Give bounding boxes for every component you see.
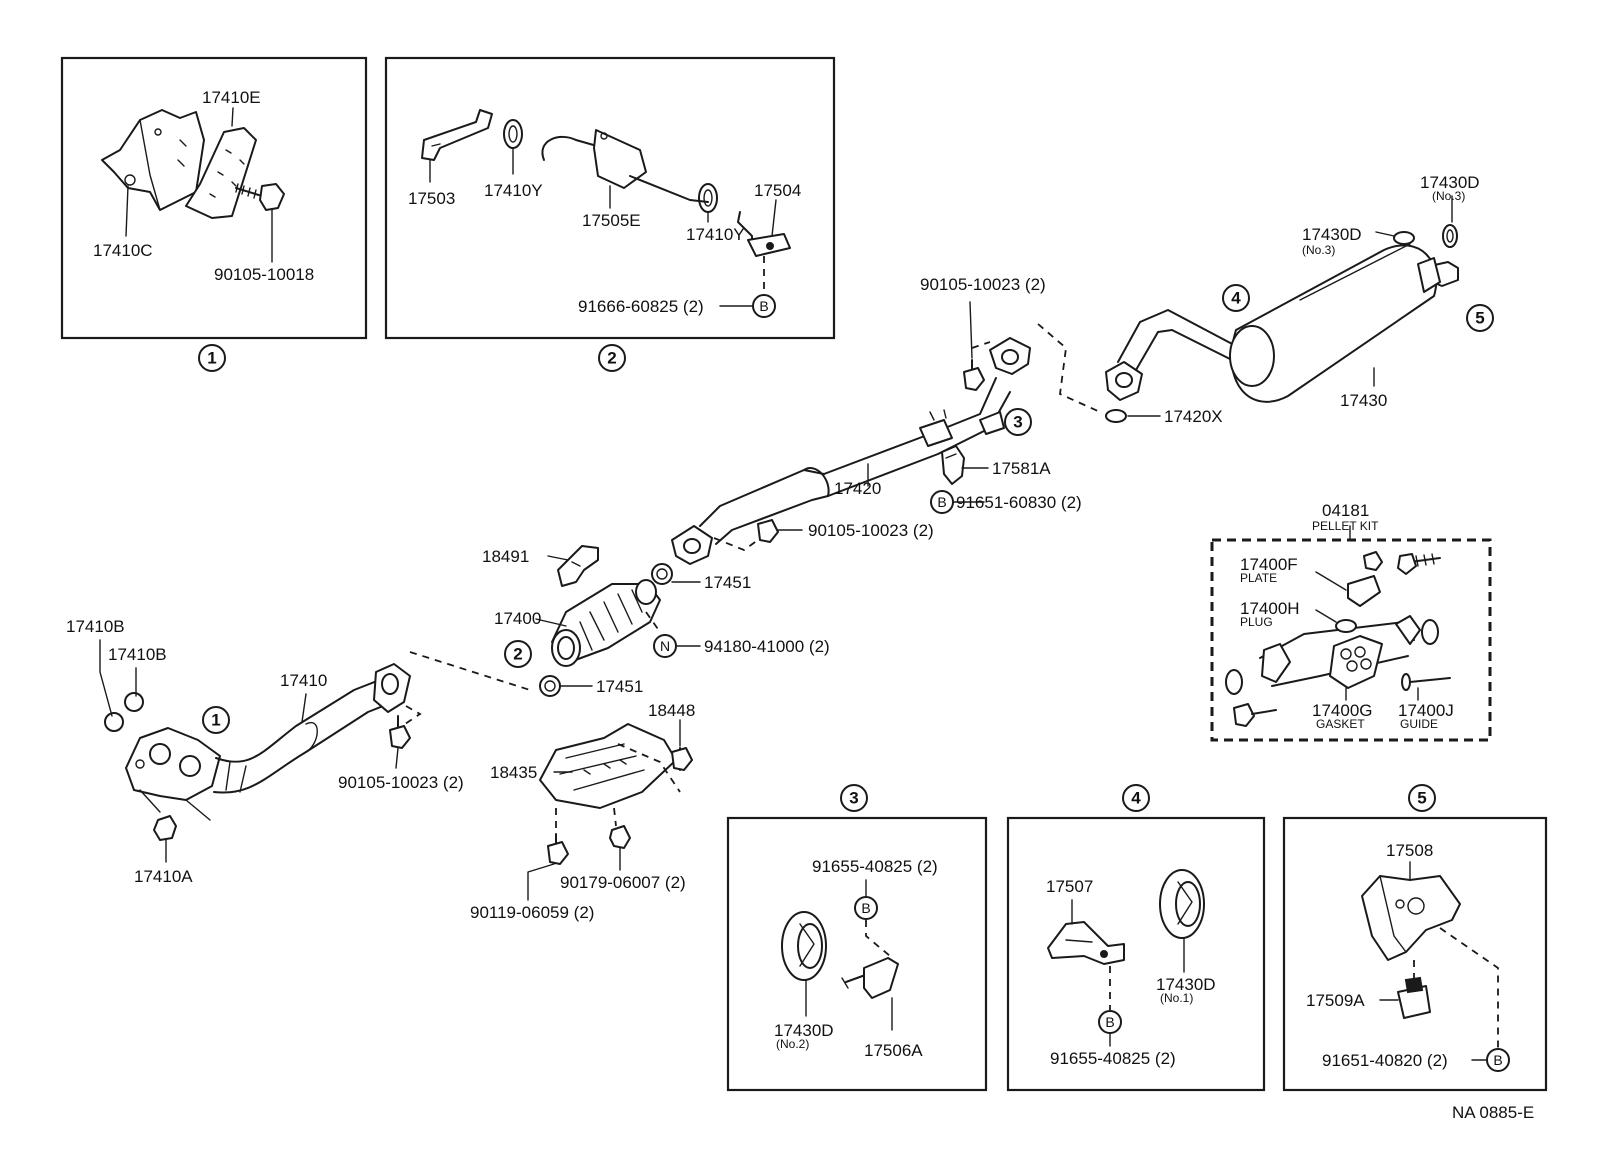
label-17581A: 17581A [992,459,1051,478]
label-guide: GUIDE [1400,717,1438,731]
svg-text:2: 2 [607,349,616,368]
callout-4-main: 4 [1222,284,1250,312]
label-17410Y-b: 17410Y [686,225,745,244]
label-17400: 17400 [494,609,541,628]
label-17451-b: 17451 [596,677,643,696]
svg-text:4: 4 [1131,789,1141,808]
label-17400F: 17400F [1240,555,1298,574]
label-17430D-b-no: (No.3) [1432,189,1465,203]
label-17400J: 17400J [1398,701,1454,720]
label-17506A: 17506A [864,1041,923,1060]
label-17430D-a-no: (No.3) [1302,243,1335,257]
svg-text:1: 1 [207,349,216,368]
svg-text:B: B [861,900,870,916]
svg-text:1: 1 [211,711,220,730]
label-17400H: 17400H [1240,599,1300,618]
label-17430D-no1-no: (No.1) [1160,991,1193,1005]
label-18448: 18448 [648,701,695,720]
svg-text:5: 5 [1417,789,1426,808]
label-90105-10023-a: 90105-10023 (2) [338,773,464,792]
pellet-kit-box [1210,525,1492,742]
label-90179-06007: 90179-06007 (2) [560,873,686,892]
label-plug: PLUG [1240,615,1273,629]
callout-1-box: 1 [198,344,226,372]
label-17410Y-a: 17410Y [484,181,543,200]
svg-text:4: 4 [1231,289,1241,308]
label-17451-a: 17451 [704,573,751,592]
front-pipe-17410 [99,639,422,863]
label-18491: 18491 [482,547,529,566]
detail-box-5: B [1282,816,1548,1092]
label-90105-10023-b: 90105-10023 (2) [920,275,1046,294]
heat-shield-18435 [527,719,693,901]
center-pipe-17420: B [671,301,1101,565]
label-18435: 18435 [490,763,537,782]
svg-text:B: B [1105,1014,1114,1030]
label-17410: 17410 [280,671,327,690]
svg-text:B: B [937,494,946,510]
label-17508: 17508 [1386,841,1433,860]
label-90105-10018: 90105-10018 [214,265,314,284]
label-17420: 17420 [834,479,881,498]
callout-2-main: 2 [504,640,532,668]
label-17509A: 17509A [1306,991,1365,1010]
svg-text:3: 3 [1013,413,1022,432]
label-90105-10023-c: 90105-10023 (2) [808,521,934,540]
label-91666-60825: 91666-60825 (2) [578,297,704,316]
label-94180-41000: 94180-41000 (2) [704,637,830,656]
label-17430D-a: 17430D [1302,225,1362,244]
label-17410B-b: 17410B [108,645,167,664]
label-17507: 17507 [1046,877,1093,896]
callout-3-main: 3 [1004,408,1032,436]
label-90119-06059: 90119-06059 (2) [470,903,594,922]
callout-5-box: 5 [1408,784,1436,812]
detail-box-1 [60,56,368,340]
label-17430: 17430 [1340,391,1387,410]
label-plate: PLATE [1240,571,1277,585]
label-91655-40825-a: 91655-40825 (2) [812,857,938,876]
label-17504: 17504 [754,181,801,200]
detail-box-4: B [1006,816,1266,1092]
callout-4-box: 4 [1122,784,1150,812]
svg-text:N: N [660,638,670,654]
muffler-17430 [1105,195,1459,423]
label-17400G: 17400G [1312,701,1373,720]
svg-text:5: 5 [1475,309,1484,328]
diagram-code: NA 0885-E [1452,1103,1534,1122]
callout-2-box: 2 [598,344,626,372]
label-17430D-no1: 17430D [1156,975,1216,994]
label-17410E: 17410E [202,88,261,107]
label-17410A: 17410A [134,867,193,886]
svg-text:B: B [1493,1052,1502,1068]
label-17505E: 17505E [582,211,641,230]
label-91651-40820: 91651-40820 (2) [1322,1051,1448,1070]
label-17430D-b: 17430D [1420,173,1480,192]
label-pellet-kit: PELLET KIT [1312,519,1379,533]
label-gasket: GASKET [1316,717,1365,731]
svg-text:2: 2 [513,645,522,664]
detail-box-2: B [384,56,836,340]
svg-text:3: 3 [849,789,858,808]
callout-1-main: 1 [202,706,230,734]
converter-17400: N [535,545,701,697]
callout-5-main: 5 [1466,304,1494,332]
label-17410C: 17410C [93,241,153,260]
svg-text:B: B [759,298,768,314]
callout-3-box: 3 [840,784,868,812]
label-91651-60830: 91651-60830 (2) [956,493,1082,512]
label-17430D-no2-no: (No.2) [776,1037,809,1051]
label-17503: 17503 [408,189,455,208]
label-91655-40825-b: 91655-40825 (2) [1050,1049,1176,1068]
detail-box-3: B [726,816,988,1092]
label-04181: 04181 [1322,501,1369,520]
label-17430D-no2: 17430D [774,1021,834,1040]
label-17420X: 17420X [1164,407,1223,426]
label-17410B-a: 17410B [66,617,125,636]
